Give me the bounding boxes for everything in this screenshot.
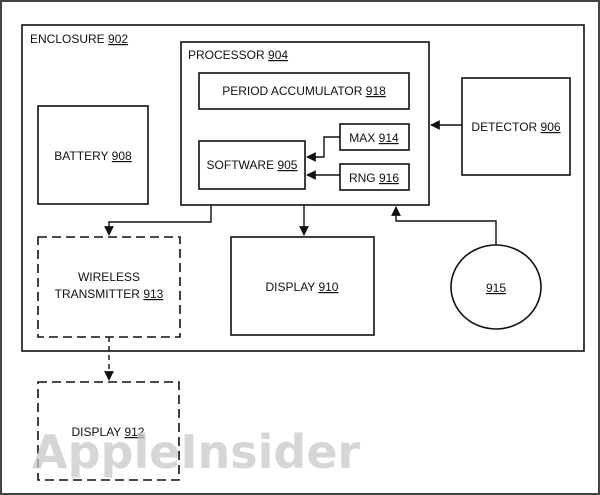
arrow-915-to-processor: [391, 206, 497, 245]
wireless-transmitter-box: [37, 236, 181, 338]
component-915-label: 915: [486, 281, 506, 295]
display-912-box: [37, 381, 180, 481]
period-accumulator-box: [198, 72, 410, 110]
display-910-label: DISPLAY 910: [266, 280, 339, 294]
max-label: MAX 914: [349, 131, 399, 145]
software-label: SOFTWARE 905: [207, 158, 298, 172]
arrow-max-to-software: [306, 136, 340, 162]
processor-label: PROCESSOR 904: [188, 48, 288, 62]
enclosure-label: ENCLOSURE 902: [30, 32, 128, 46]
battery-box: [37, 105, 149, 205]
battery-label: BATTERY 908: [54, 149, 132, 163]
display-910-box: [230, 236, 375, 336]
rng-box: [339, 163, 410, 191]
wireless-label-line1: WIRELESS: [78, 270, 140, 284]
detector-box: [461, 77, 571, 176]
arrow-processor-to-wireless: [104, 205, 212, 236]
software-box: [198, 140, 306, 190]
detector-label: DETECTOR 906: [471, 120, 560, 134]
appleinsider-watermark: AppleInsider: [32, 425, 361, 479]
rng-label: RNG 916: [349, 171, 399, 185]
period-accumulator-label: PERIOD ACCUMULATOR 918: [222, 84, 386, 98]
display-912-label: DISPLAY 912: [72, 425, 145, 439]
wireless-label-line2: TRANSMITTER 913: [55, 287, 164, 301]
